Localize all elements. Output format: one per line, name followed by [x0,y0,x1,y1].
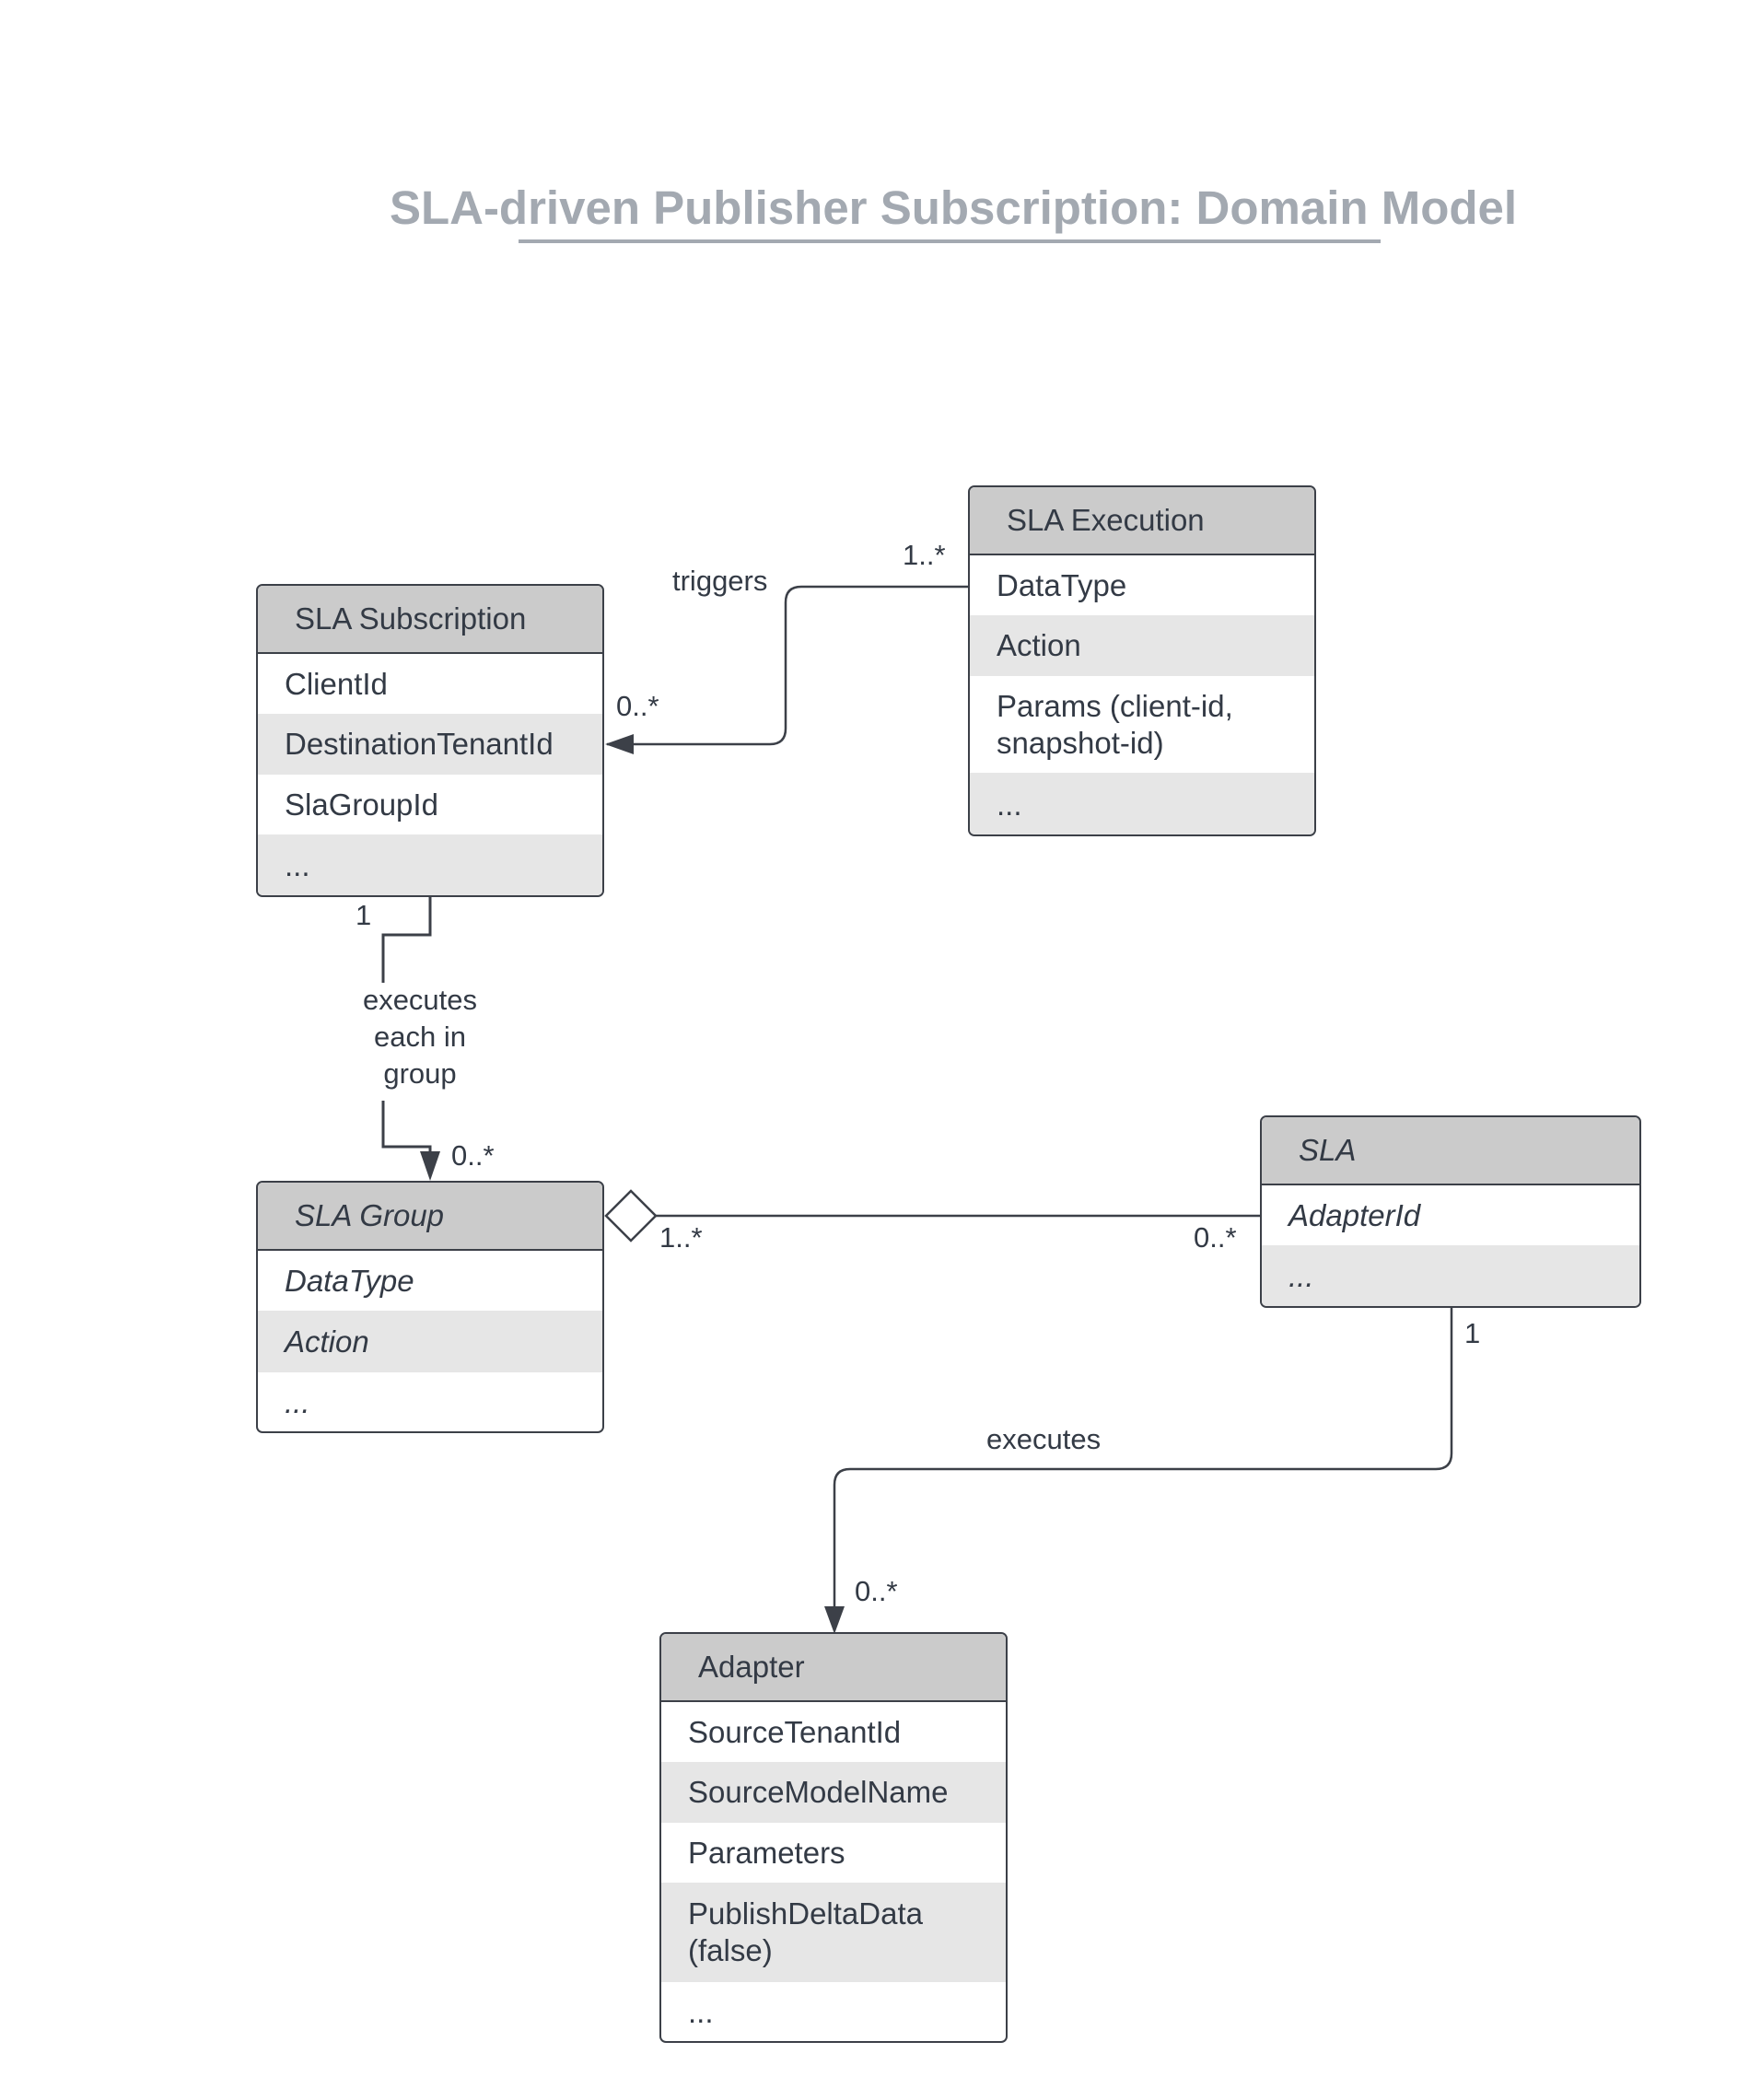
attribute-row: SlaGroupId [285,787,438,822]
class-sla-group[interactable]: SLA Group DataType Action ... [256,1181,604,1433]
triggers-line [607,585,969,746]
executes-adapter-source-multiplicity: 1 [1464,1317,1481,1349]
class-header: SLA Execution [970,487,1314,555]
aggregation-sla-multiplicity: 0..* [1194,1221,1237,1254]
attribute-row: ... [1262,1245,1639,1306]
attribute-row: ... [285,1385,310,1419]
attribute-row: DataType [997,567,1127,602]
class-header: SLA Group [258,1183,602,1251]
executes-adapter-arrowhead [824,1606,845,1634]
attribute-row: AdapterId [1288,1197,1421,1232]
attribute-row: DataType [285,1263,414,1298]
executes-group-source-multiplicity: 1 [356,899,372,931]
class-adapter[interactable]: Adapter SourceTenantId SourceModelName P… [659,1632,1008,2043]
diagram-title: SLA-driven Publisher Subscription: Domai… [389,181,1518,234]
triggers-label: triggers [672,565,768,597]
executes-group-line-top [381,896,432,983]
attribute-row: Parameters [688,1835,845,1870]
class-sla-execution[interactable]: SLA Execution DataType Action Params (cl… [968,485,1316,836]
executes-group-arrowhead [420,1151,440,1181]
aggregation-diamond [604,1189,658,1242]
attribute-row: Action [258,1311,602,1372]
class-header: SLA [1262,1117,1639,1185]
triggers-source-multiplicity: 1..* [903,539,946,571]
executes-group-target-multiplicity: 0..* [451,1139,495,1172]
executes-adapter-line [833,1308,1453,1614]
attribute-row: SourceModelName [661,1762,1006,1823]
executes-group-label: executes each in group [362,984,478,1090]
attribute-row: ClientId [285,666,388,701]
attribute-row: DestinationTenantId [258,714,602,775]
executes-adapter-label: executes [986,1423,1102,1455]
attribute-row: ... [970,773,1314,834]
class-header: SLA Subscription [258,586,602,654]
aggregation-group-multiplicity: 1..* [659,1221,703,1254]
class-header: Adapter [661,1634,1006,1702]
attribute-row: PublishDeltaData (false) [661,1883,1006,1982]
class-sla-subscription[interactable]: SLA Subscription ClientId DestinationTen… [256,584,604,897]
attribute-row: ... [688,1995,714,2029]
attribute-row: Action [970,615,1314,676]
title-underline [519,239,1381,243]
attribute-row: Params (client-id, snapshot-id) [997,688,1233,760]
class-sla[interactable]: SLA AdapterId ... [1260,1115,1641,1308]
executes-adapter-target-multiplicity: 0..* [855,1575,898,1607]
attribute-row: ... [258,834,602,895]
triggers-arrowhead [605,734,634,754]
triggers-target-multiplicity: 0..* [616,690,659,722]
attribute-row: SourceTenantId [688,1714,902,1749]
